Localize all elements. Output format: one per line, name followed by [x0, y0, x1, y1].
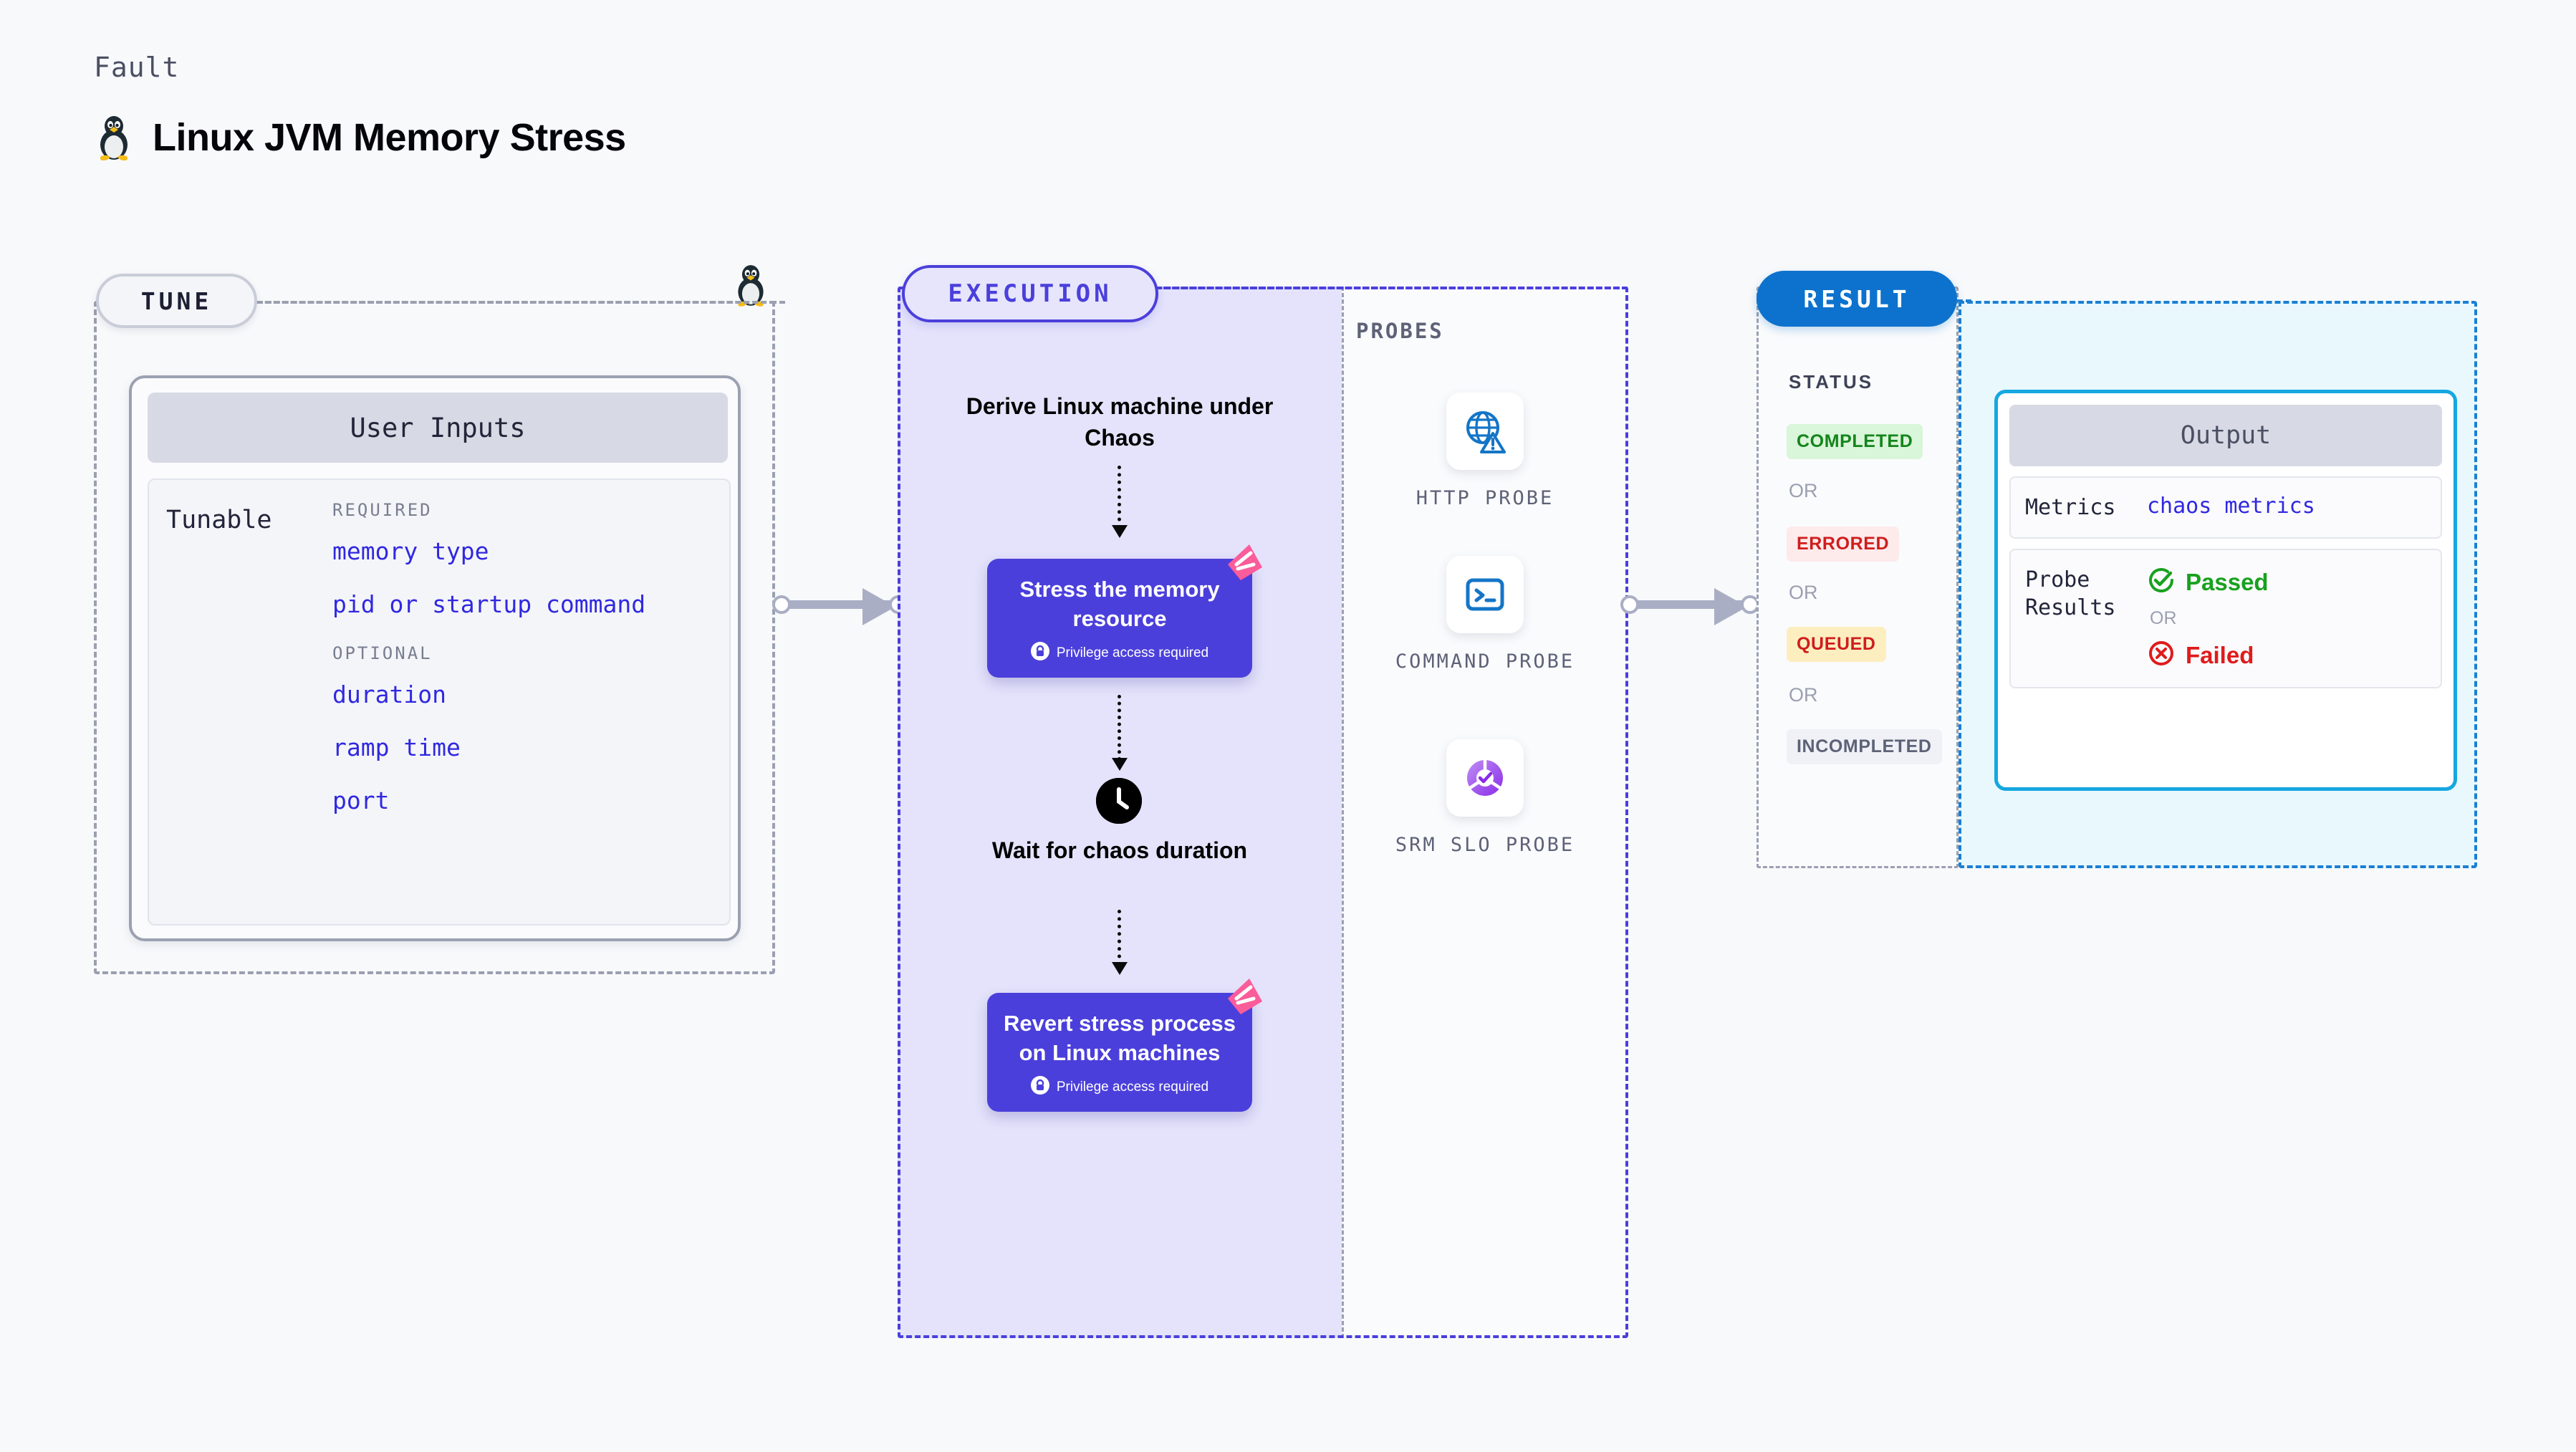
privilege-note: Privilege access required: [997, 642, 1242, 665]
probe-label: SRM SLO PROBE: [1395, 834, 1575, 856]
execution-step-card-stress[interactable]: Stress the memory resource Privilege acc…: [987, 544, 1262, 678]
tunable-item[interactable]: memory type: [332, 537, 489, 565]
tune-panel: [94, 301, 775, 974]
step-label: Revert stress process on Linux machines: [1004, 1011, 1236, 1066]
tune-connector-dash-right: [771, 301, 785, 304]
page-title: Linux JVM Memory Stress: [153, 116, 626, 159]
clock-icon: [1096, 778, 1142, 824]
output-header: Output: [2009, 405, 2442, 466]
step-label: Stress the memory resource: [1019, 577, 1220, 632]
tunable-label: Tunable: [166, 506, 272, 534]
privilege-text: Privilege access required: [1056, 1080, 1209, 1095]
connector-tune-to-execution: [772, 588, 908, 628]
terminal-icon: [1446, 556, 1524, 633]
probes-label: PROBES: [1356, 319, 1444, 343]
status-badge-errored: ERRORED: [1787, 527, 1900, 562]
section-heading-optional: OPTIONAL: [332, 643, 433, 663]
status-label: STATUS: [1789, 371, 1874, 393]
execution-step-text: Wait for chaos duration: [991, 837, 1248, 863]
execution-step-text: Derive Linux machine under Chaos: [966, 393, 1274, 451]
chaos-ribbon-icon: [1224, 977, 1264, 1016]
privilege-text: Privilege access required: [1056, 645, 1209, 661]
privilege-note: Privilege access required: [997, 1076, 1242, 1099]
probe-result-passed: Passed: [2147, 566, 2269, 598]
flow-arrowhead: [1112, 758, 1128, 771]
lock-icon: [1030, 642, 1049, 665]
globe-warning-icon: [1446, 393, 1524, 470]
probe-result-failed: Failed: [2147, 639, 2269, 671]
x-circle-icon: [2147, 639, 2176, 671]
chaos-ribbon-icon: [1224, 543, 1264, 582]
output-row-metrics: Metrics chaos metrics: [2009, 476, 2442, 539]
output-probe-key: Probe Results: [2025, 567, 2116, 620]
page-title-row: Linux JVM Memory Stress: [94, 115, 626, 160]
passed-label: Passed: [2186, 568, 2269, 595]
result-status-panel: [1756, 287, 1959, 868]
tunable-item[interactable]: pid or startup command: [332, 590, 646, 618]
check-circle-icon: [2147, 566, 2176, 598]
user-inputs-card: User Inputs Tunable REQUIRED memory type…: [129, 375, 741, 941]
user-inputs-header: User Inputs: [148, 393, 728, 463]
result-connector-dash: [1957, 299, 1971, 302]
probe-item-http[interactable]: HTTP PROBE: [1342, 393, 1628, 511]
probe-result-values: Passed OR Failed: [2147, 566, 2269, 671]
tunable-list: REQUIRED memory type pid or startup comm…: [332, 500, 705, 840]
or-separator: OR: [1789, 582, 1818, 603]
output-metrics-value[interactable]: chaos metrics: [2147, 494, 2315, 519]
output-card: Output Metrics chaos metrics Probe Resul…: [1994, 390, 2457, 791]
lock-icon: [1030, 1076, 1049, 1099]
tune-badge[interactable]: TUNE: [96, 274, 257, 328]
status-badge-incompleted: INCOMPLETED: [1787, 729, 1942, 764]
failed-label: Failed: [2186, 641, 2254, 668]
page-kicker: Fault: [94, 52, 180, 83]
linux-tux-icon: [94, 115, 134, 160]
or-separator: OR: [1789, 684, 1818, 706]
status-badge-completed: COMPLETED: [1787, 424, 1923, 459]
flow-connector: [1118, 695, 1121, 761]
probe-label: HTTP PROBE: [1416, 487, 1554, 509]
status-badge-queued: QUEUED: [1787, 627, 1886, 662]
or-separator: OR: [1789, 480, 1818, 501]
probe-item-command[interactable]: COMMAND PROBE: [1342, 556, 1628, 674]
slo-donut-check-icon: [1446, 739, 1524, 817]
execution-badge[interactable]: EXECUTION: [902, 265, 1158, 322]
output-metrics-key: Metrics: [2025, 495, 2116, 520]
flow-connector: [1118, 910, 1121, 966]
probe-label: COMMAND PROBE: [1395, 650, 1575, 673]
section-heading-required: REQUIRED: [332, 500, 433, 520]
flow-connector: [1118, 466, 1121, 529]
tunable-item[interactable]: port: [332, 787, 390, 814]
tunable-item[interactable]: duration: [332, 681, 446, 708]
or-separator: OR: [2150, 608, 2177, 628]
tunable-box: Tunable REQUIRED memory type pid or star…: [148, 479, 731, 925]
output-row-probe-results: Probe Results Passed OR: [2009, 549, 2442, 688]
flow-arrowhead: [1112, 962, 1128, 975]
connector-execution-to-result: [1620, 588, 1764, 628]
execution-step-card-revert[interactable]: Revert stress process on Linux machines …: [987, 979, 1262, 1112]
tunable-item[interactable]: ramp time: [332, 734, 461, 761]
execution-connector-dash: [1155, 287, 1628, 289]
flow-arrowhead: [1112, 525, 1128, 538]
probe-item-srm-slo[interactable]: SRM SLO PROBE: [1342, 739, 1628, 857]
result-badge[interactable]: RESULT: [1756, 271, 1957, 327]
